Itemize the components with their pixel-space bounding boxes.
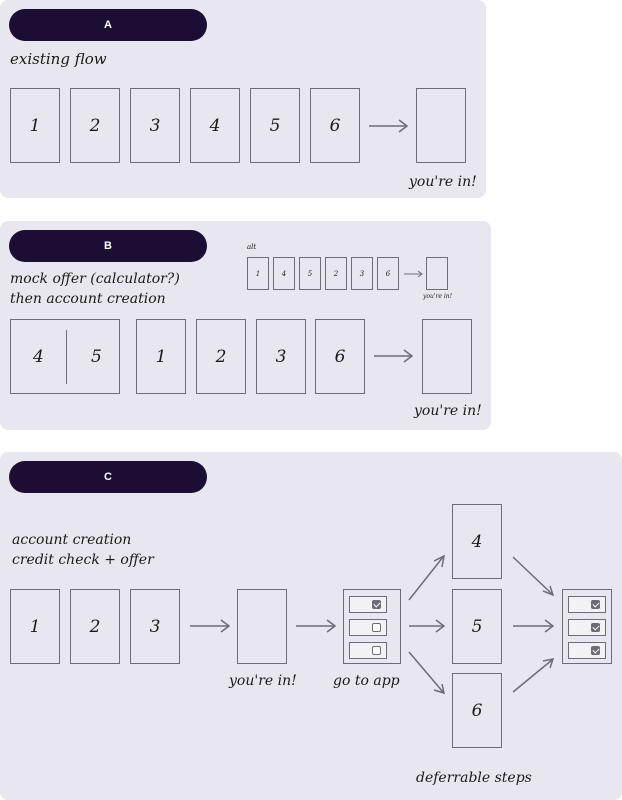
- section-a-step-4: 4: [190, 88, 240, 163]
- section-c-youre-in-screen: [237, 589, 287, 664]
- section-b-step-6: 6: [315, 319, 365, 394]
- section-c-final-screen: [562, 589, 612, 664]
- section-c-app-screen: [343, 589, 401, 664]
- section-c-step-1: 1: [10, 589, 60, 664]
- section-c-label: C: [9, 461, 207, 493]
- section-a-end-screen: [416, 88, 466, 163]
- section-b-end-caption: you're in!: [414, 403, 482, 419]
- section-b-step-1: 1: [136, 319, 186, 394]
- section-a-step-5: 5: [250, 88, 300, 163]
- section-c-youre-in-caption: you're in!: [229, 673, 297, 689]
- section-a-step-2: 2: [70, 88, 120, 163]
- section-b-split-left: 4: [33, 347, 44, 367]
- section-c-final-check-1: [591, 600, 600, 609]
- section-c-app-check-2: [372, 623, 381, 632]
- section-b-alt-step-1: 1: [247, 257, 269, 290]
- section-c-app-check-1: [372, 600, 381, 609]
- section-c-go-to-app-caption: go to app: [333, 673, 400, 689]
- section-b-alt-end-caption: you're in!: [423, 293, 453, 300]
- section-b-panel: B mock offer (calculator?) then account …: [0, 221, 491, 430]
- section-c-deferrable-caption: deferrable steps: [416, 770, 532, 786]
- section-c-final-check-2: [591, 623, 600, 632]
- section-a-arrow: [369, 119, 409, 133]
- section-b-end-screen: [422, 319, 472, 394]
- section-a-panel: A existing flow 1 2 3 4 5 6 you're in!: [0, 0, 486, 198]
- section-b-alt-step-3: 3: [351, 257, 373, 290]
- section-a-label: A: [9, 9, 207, 41]
- section-a-end-caption: you're in!: [409, 174, 477, 190]
- section-c-branch-step-4: 4: [452, 504, 502, 579]
- section-a-step-3: 3: [130, 88, 180, 163]
- section-b-alt-step-2: 2: [325, 257, 347, 290]
- section-b-split-divider: [66, 330, 67, 384]
- section-c-app-row-1: [349, 596, 387, 613]
- section-b-title-line2: then account creation: [10, 291, 166, 307]
- section-c-app-check-3: [372, 646, 381, 655]
- section-c-final-row-1: [568, 596, 606, 613]
- section-c-title-line1: account creation: [12, 532, 132, 548]
- section-c-app-row-2: [349, 619, 387, 636]
- section-c-branch-step-5: 5: [452, 589, 502, 664]
- section-b-alt-step-6: 6: [377, 257, 399, 290]
- section-b-title-line1: mock offer (calculator?): [10, 271, 180, 287]
- section-c-step-2: 2: [70, 589, 120, 664]
- section-b-alt-label: alt: [247, 243, 257, 251]
- section-b-alt-step-5: 5: [299, 257, 321, 290]
- section-c-app-row-3: [349, 642, 387, 659]
- section-b-alt-step-4: 4: [273, 257, 295, 290]
- section-c-arrows: [190, 554, 555, 695]
- section-a-step-1: 1: [10, 88, 60, 163]
- section-a-step-6: 6: [310, 88, 360, 163]
- section-b-arrows: [374, 270, 423, 363]
- section-b-step-2: 2: [196, 319, 246, 394]
- section-c-title-line2: credit check + offer: [12, 552, 154, 568]
- section-b-step-3: 3: [256, 319, 306, 394]
- section-b-alt-end-screen: [426, 257, 448, 290]
- section-b-split-screen: 4 5: [10, 319, 120, 394]
- section-b-label: B: [9, 230, 207, 262]
- section-a-title: existing flow: [10, 50, 107, 68]
- section-c-branch-step-6: 6: [452, 673, 502, 748]
- section-c-step-3: 3: [130, 589, 180, 664]
- section-c-final-row-2: [568, 619, 606, 636]
- section-c-final-row-3: [568, 642, 606, 659]
- section-b-split-right: 5: [91, 347, 102, 367]
- section-c-final-check-3: [591, 646, 600, 655]
- section-c-panel: C account creation credit check + offer …: [0, 452, 622, 800]
